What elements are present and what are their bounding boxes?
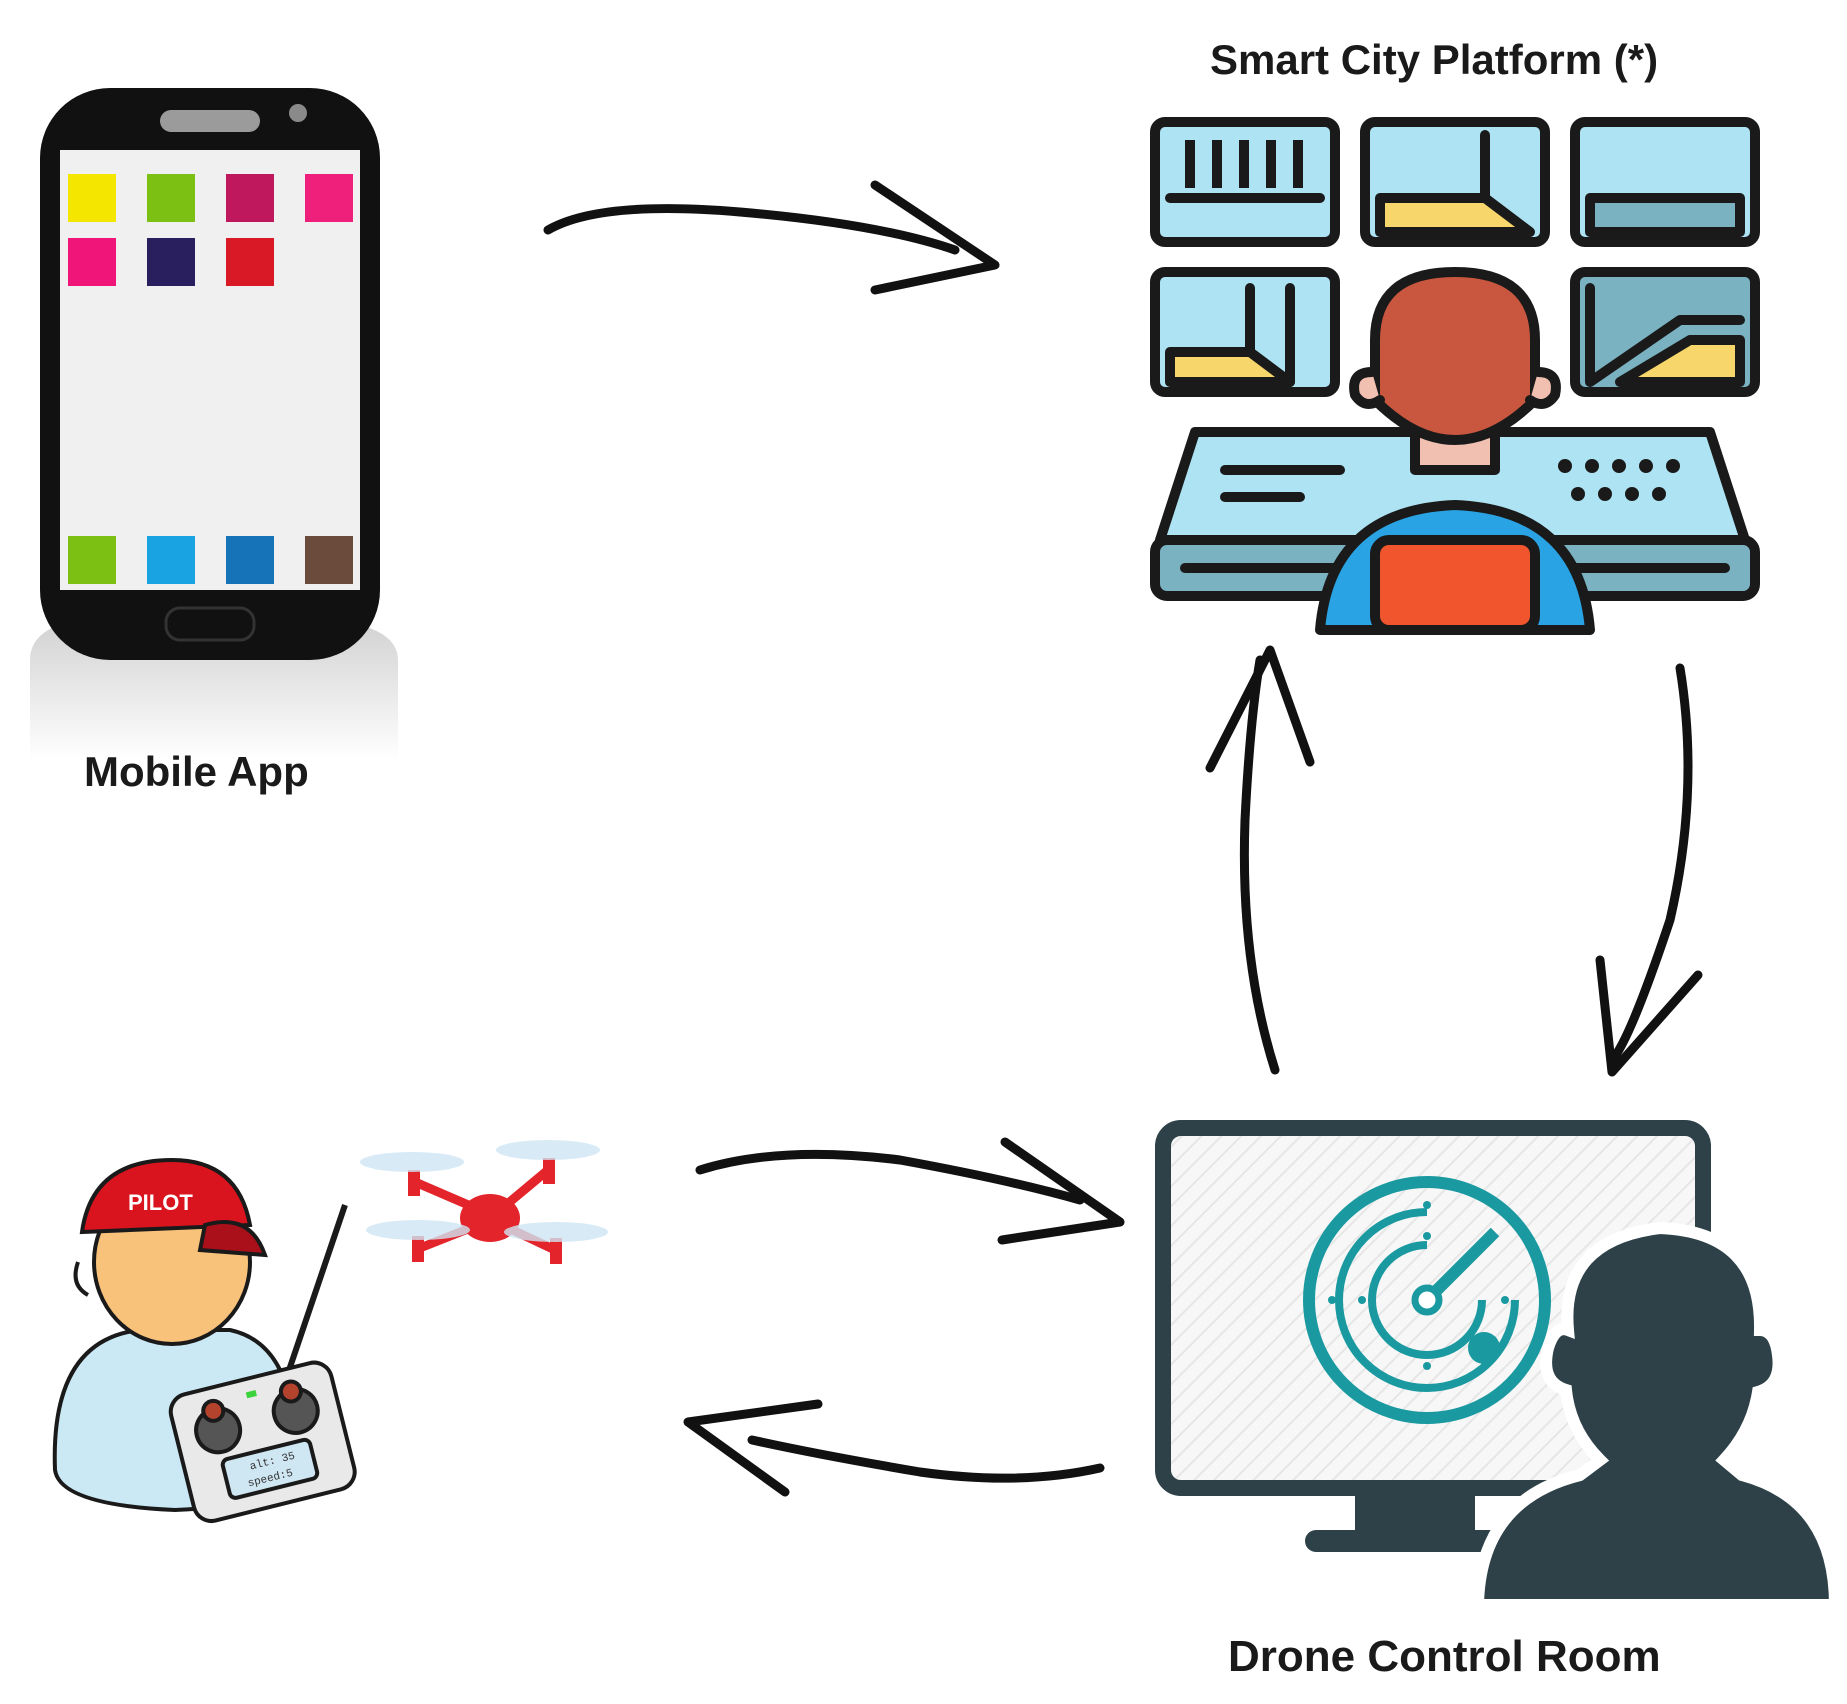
mobile-phone-icon — [30, 88, 398, 760]
arrow-control-to-platform — [1239, 655, 1280, 1075]
app-icons-top — [68, 174, 353, 286]
smart-city-platform-label: Smart City Platform (*) — [1210, 36, 1659, 83]
arrow-platform-to-control-head — [1595, 955, 1703, 1077]
app-icon — [226, 238, 274, 286]
app-icon — [226, 536, 274, 584]
app-icon — [68, 238, 116, 286]
app-icon — [305, 536, 353, 584]
pilot-cap-text: PILOT — [128, 1190, 193, 1215]
arrow-platform-to-control — [1607, 663, 1693, 1065]
arrow-mobile-to-platform — [543, 204, 960, 255]
arrow-mobile-to-platform-head — [870, 180, 1000, 295]
app-icon — [226, 174, 274, 222]
arrows — [543, 180, 1703, 1497]
quadcopter-drone-icon — [360, 1140, 608, 1264]
mobile-app-label: Mobile App — [84, 748, 309, 795]
arrow-control-to-pilot — [747, 1435, 1105, 1483]
drone-pilot-icon: PILOT alt: 35 speed:5 — [52, 1157, 357, 1524]
arrow-control-to-pilot-head — [683, 1399, 823, 1497]
arrow-pilot-to-control — [695, 1149, 1085, 1205]
arrow-control-to-platform-head — [1205, 645, 1315, 773]
app-icon — [147, 174, 195, 222]
app-icon — [68, 174, 116, 222]
app-icons-bottom — [68, 536, 353, 584]
arrow-pilot-to-control-head — [997, 1137, 1125, 1245]
operator-silhouette-icon — [1471, 1221, 1842, 1611]
smart-city-operator-icon — [1150, 117, 1760, 635]
app-icon — [147, 238, 195, 286]
app-icon — [147, 536, 195, 584]
drone-control-room-label: Drone Control Room — [1228, 1632, 1661, 1681]
app-icon — [68, 536, 116, 584]
app-icon — [305, 174, 353, 222]
